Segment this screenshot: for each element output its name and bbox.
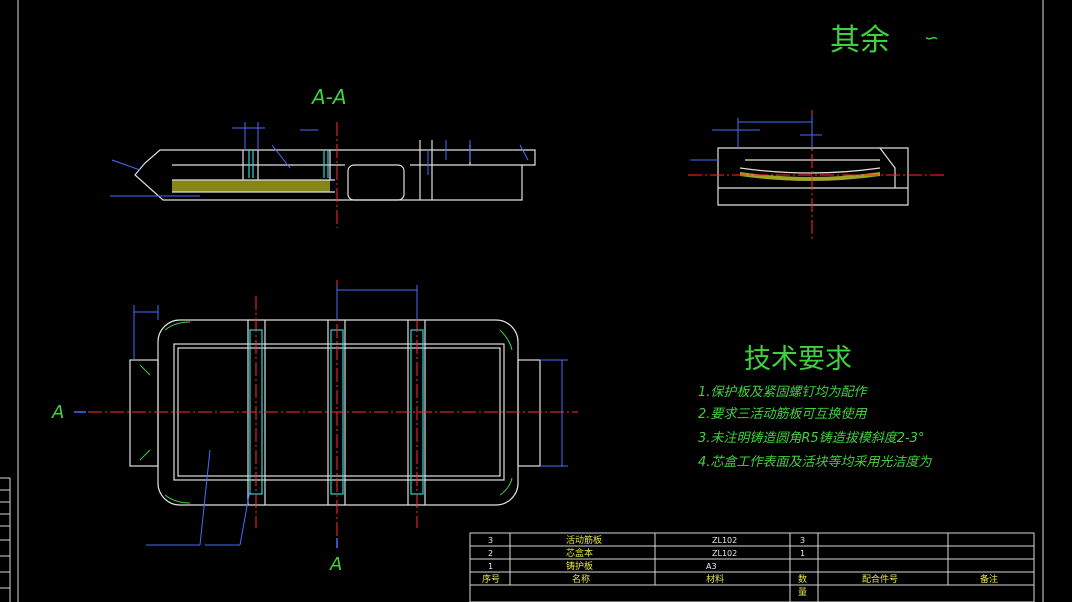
section-label: A-A [310, 85, 347, 109]
row-3-no: 1 [488, 562, 493, 571]
section-hatch [172, 180, 330, 192]
header-qty-sub: 量 [798, 587, 807, 598]
plan-view [88, 280, 578, 546]
row-3-name: 铸护板 [566, 560, 593, 572]
header-name: 名称 [572, 573, 590, 585]
row-2-no: 2 [488, 549, 493, 558]
table-row: 3 活动筋板 ZL102 3 [488, 534, 805, 546]
table-row: 1 铸护板 A3 [488, 560, 717, 572]
drawing-frame [0, 0, 1044, 602]
section-outline [134, 140, 536, 201]
section-mark-left: A [51, 402, 64, 423]
roughness-symbol: ∽ [924, 28, 939, 49]
section-view-right [688, 110, 945, 240]
roughness-label: 其余 [830, 23, 890, 58]
row-1-no: 3 [488, 536, 493, 545]
header-qty: 数 [798, 573, 807, 585]
row-2-name: 芯盒本 [566, 547, 593, 559]
row-2-material: ZL102 [712, 549, 737, 558]
tech-item-4: 4.芯盒工作表面及活块等均采用光洁度为 [698, 455, 932, 470]
roughness-note: 其余 ∽ [830, 23, 939, 58]
row-1-name: 活动筋板 [566, 534, 602, 546]
row-2-qty: 1 [800, 549, 805, 558]
tech-requirements: 技术要求 1.保护板及紧固螺钉均为配作 2.要求三活动筋板可互换使用 3.未注明… [698, 344, 932, 470]
plan-fillets [139, 321, 513, 504]
table-header: 序号 名称 材料 数 配合件号 备注 量 [482, 573, 998, 598]
row-1-material: ZL102 [712, 536, 737, 545]
section-dimensions [110, 122, 529, 197]
header-material: 材料 [706, 573, 724, 585]
header-remark: 备注 [980, 573, 998, 585]
row-3-material: A3 [706, 562, 717, 571]
section-mark-bottom: A [329, 554, 342, 575]
row-1-qty: 3 [800, 536, 805, 545]
parts-table: 3 活动筋板 ZL102 3 2 芯盒本 ZL102 1 1 铸护板 A3 序号… [469, 532, 1035, 602]
header-no: 序号 [482, 573, 500, 585]
tech-item-2: 2.要求三活动筋板可互换使用 [698, 407, 868, 422]
header-related: 配合件号 [862, 573, 898, 585]
plan-dimensions [133, 285, 568, 546]
tech-title: 技术要求 [744, 344, 852, 375]
table-row: 2 芯盒本 ZL102 1 [488, 547, 805, 559]
tech-item-1: 1.保护板及紧固螺钉均为配作 [698, 385, 868, 400]
tech-item-3: 3.未注明铸造圆角R5铸造拔模斜度2-3° [698, 431, 924, 446]
section-ribs [248, 150, 329, 178]
right-dimensions [690, 115, 822, 161]
section-view-left [110, 122, 536, 228]
right-hatch [740, 172, 880, 181]
